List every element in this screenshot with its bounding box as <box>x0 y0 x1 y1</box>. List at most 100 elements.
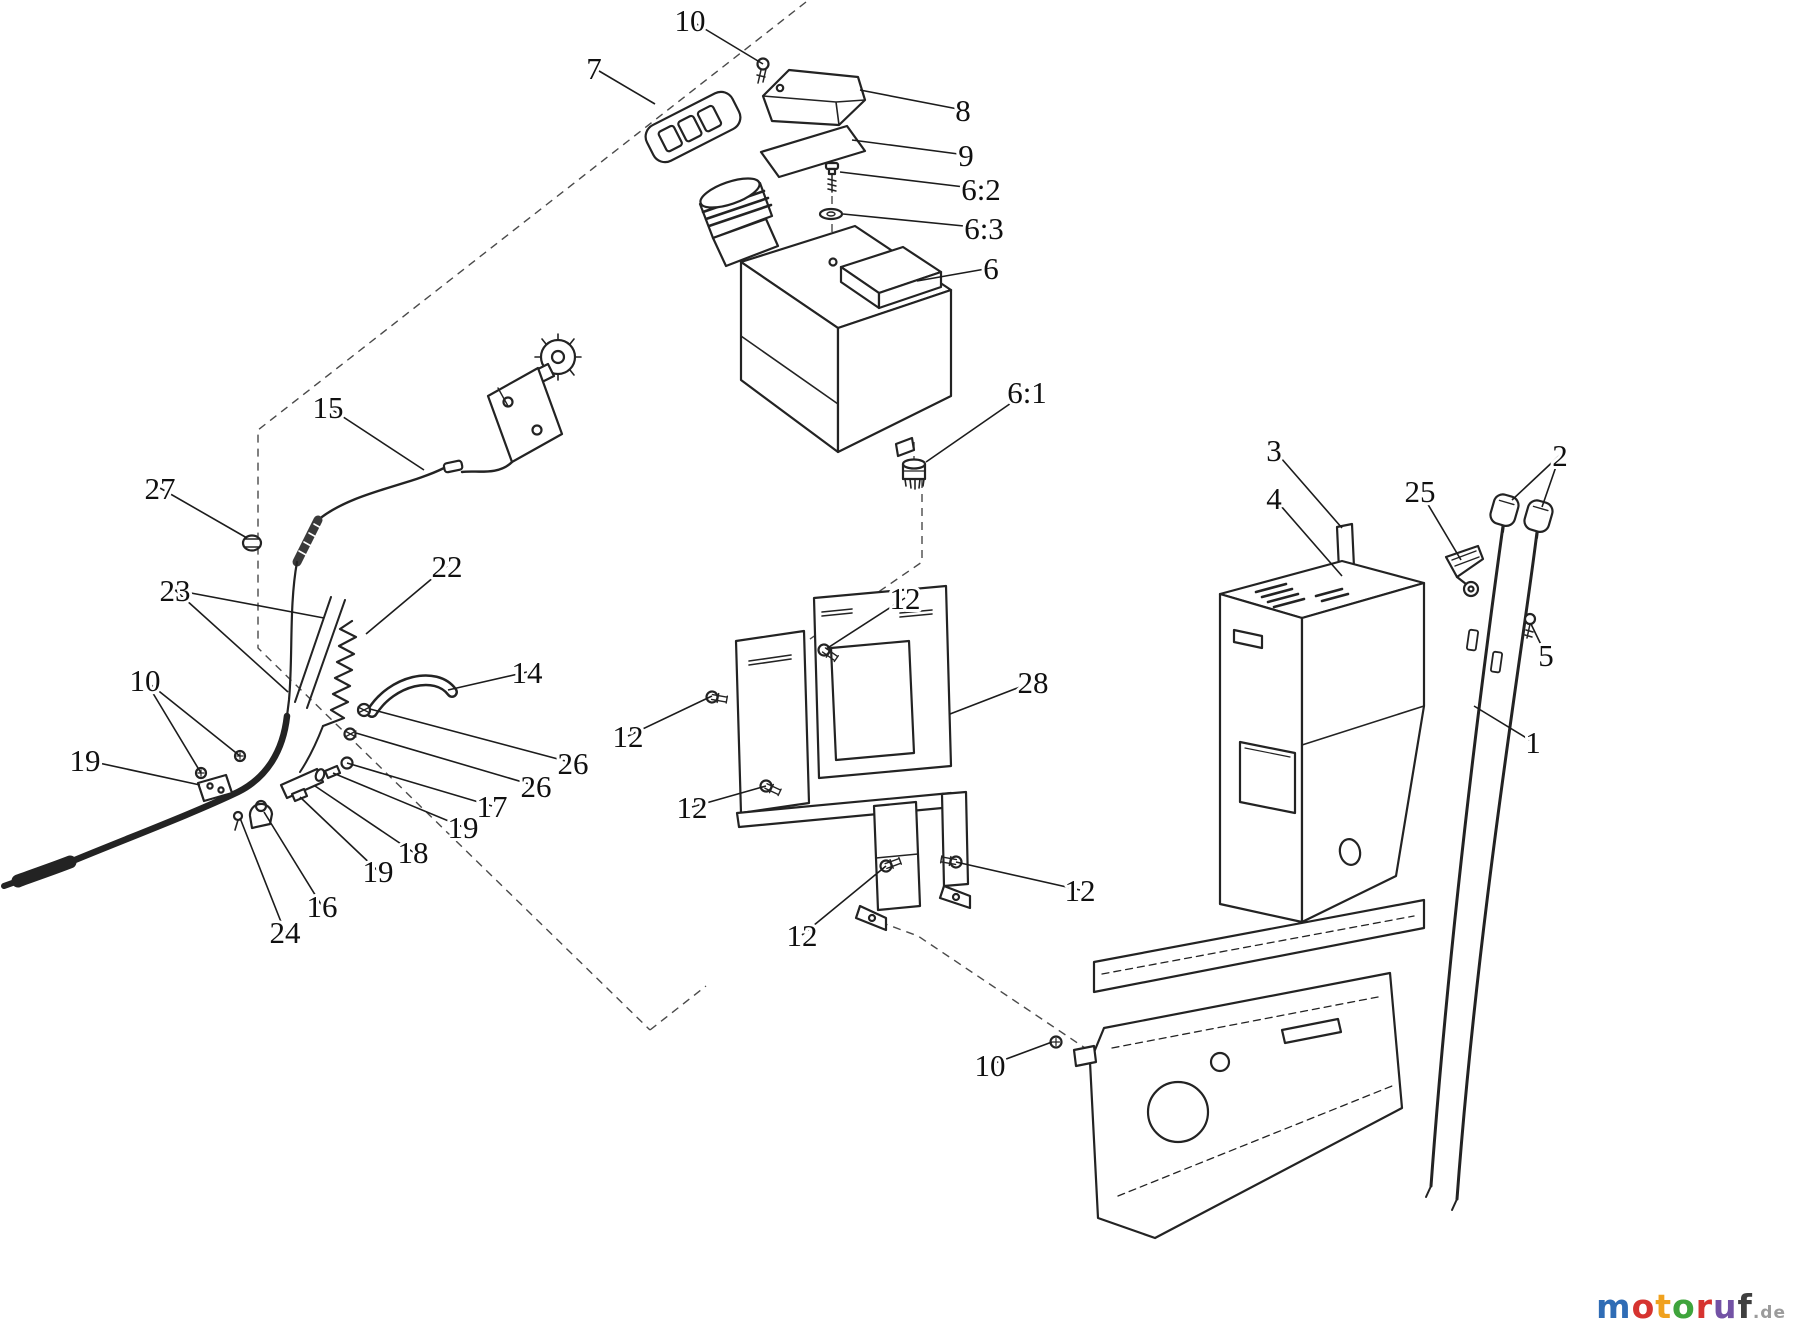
callout-label-2: 2 <box>1552 438 1568 473</box>
leader-line <box>949 681 1034 715</box>
callout-label-16: 16 <box>307 889 338 924</box>
clip-19 <box>323 764 342 780</box>
frame-hole-small <box>1209 1051 1231 1073</box>
leader-line <box>239 817 286 933</box>
grommet <box>241 534 263 552</box>
logo-letter: o <box>1672 1287 1696 1326</box>
console-side-face <box>1300 581 1426 924</box>
callout-label-22: 22 <box>432 549 463 584</box>
callout-label-25: 25 <box>1405 474 1436 509</box>
leader-line <box>327 406 425 471</box>
washer-6-3 <box>818 207 844 221</box>
leader-line <box>159 487 248 539</box>
callout-label-6-1: 6:1 <box>1007 375 1047 410</box>
callout-label-6-2: 6:2 <box>961 172 1001 207</box>
bracket-leg-right <box>940 790 970 888</box>
leader-line <box>1273 449 1343 529</box>
clamp-16 <box>248 802 274 830</box>
bolt-5 <box>1523 612 1537 639</box>
leader-line <box>1541 454 1561 508</box>
callout-label-8: 8 <box>955 93 971 128</box>
logo-letter: m <box>1596 1287 1632 1326</box>
leader-line <box>1273 497 1343 577</box>
leader-line <box>859 89 964 111</box>
spring-22 <box>321 619 358 728</box>
leader-line <box>825 597 906 650</box>
leader-line <box>369 708 574 764</box>
leader-line <box>332 772 464 828</box>
leader-line <box>174 589 289 693</box>
callout-label-24: 24 <box>270 915 302 950</box>
mounting-plates <box>734 584 953 815</box>
callout-label-6: 6 <box>983 251 999 286</box>
console-side-hole <box>1338 838 1362 866</box>
callout-label-10: 10 <box>130 663 161 698</box>
leader-line <box>1511 454 1561 501</box>
callout-label-1: 1 <box>1525 725 1541 760</box>
control-cables <box>1425 523 1539 1211</box>
leader-line <box>1530 623 1547 656</box>
drain-valve <box>901 458 927 490</box>
fuel-cap <box>644 90 742 164</box>
leader-line <box>263 811 323 907</box>
callout-label-3: 3 <box>1266 433 1282 468</box>
callout-label-26: 26 <box>558 746 589 781</box>
tank-side-face <box>836 288 953 454</box>
callout-label-28: 28 <box>1018 665 1049 700</box>
leader-line <box>989 1041 1053 1066</box>
leader-line <box>144 679 241 757</box>
callout-label-23: 23 <box>160 573 191 608</box>
callout-label-6-3: 6:3 <box>964 211 1004 246</box>
knob <box>1489 493 1520 527</box>
leader-line <box>689 19 764 65</box>
leader-line <box>447 671 528 691</box>
inner-panel <box>829 639 916 762</box>
leader-line <box>955 861 1081 891</box>
leader-line <box>627 695 713 737</box>
frame-panel <box>1072 971 1404 1240</box>
screw-6-2 <box>824 161 840 193</box>
leader-line <box>355 732 537 787</box>
fuel-tank <box>739 224 953 458</box>
clip-19 <box>290 787 309 803</box>
dashed-parallelogram <box>257 1 807 1031</box>
cable-adjuster <box>1490 650 1503 674</box>
tank-screw-hole <box>828 257 838 267</box>
leader-line <box>593 67 656 105</box>
callout-label-15: 15 <box>313 390 344 425</box>
leader-line <box>842 213 985 229</box>
cable-ferrule <box>442 459 464 474</box>
callout-label-19: 19 <box>70 743 101 778</box>
plate-19 <box>196 773 234 803</box>
bracket-foot <box>938 884 972 910</box>
leader-line <box>916 267 992 282</box>
leader-line <box>925 391 1028 463</box>
console-cutout-small <box>1232 628 1264 650</box>
callout-label-10: 10 <box>675 3 706 38</box>
bolt-bottom <box>1049 1035 1063 1049</box>
callout-label-10: 10 <box>975 1048 1006 1083</box>
callout-label-26: 26 <box>521 769 552 804</box>
frame-rail <box>1092 898 1426 994</box>
callout-label-18: 18 <box>398 835 429 870</box>
leader-line <box>839 171 982 190</box>
callout-label-19: 19 <box>448 810 479 845</box>
callout-label-17: 17 <box>477 789 508 824</box>
control-lever <box>1444 544 1485 598</box>
leader-line <box>84 759 201 786</box>
filler-neck <box>698 177 780 268</box>
throttle-cable <box>285 459 514 718</box>
callout-label-14: 14 <box>512 655 544 690</box>
foam-pad <box>759 124 867 179</box>
leader-line <box>365 565 448 635</box>
callout-label-5: 5 <box>1538 638 1554 673</box>
leader-line <box>691 785 767 808</box>
logo-letter: t <box>1655 1287 1673 1326</box>
logo-word: motoruf.de <box>1596 1287 1786 1326</box>
leader-line <box>299 796 379 872</box>
callout-label-12: 12 <box>890 581 921 616</box>
callout-label-19: 19 <box>363 854 394 889</box>
dashed-bracket-to-frame <box>879 921 1089 1051</box>
